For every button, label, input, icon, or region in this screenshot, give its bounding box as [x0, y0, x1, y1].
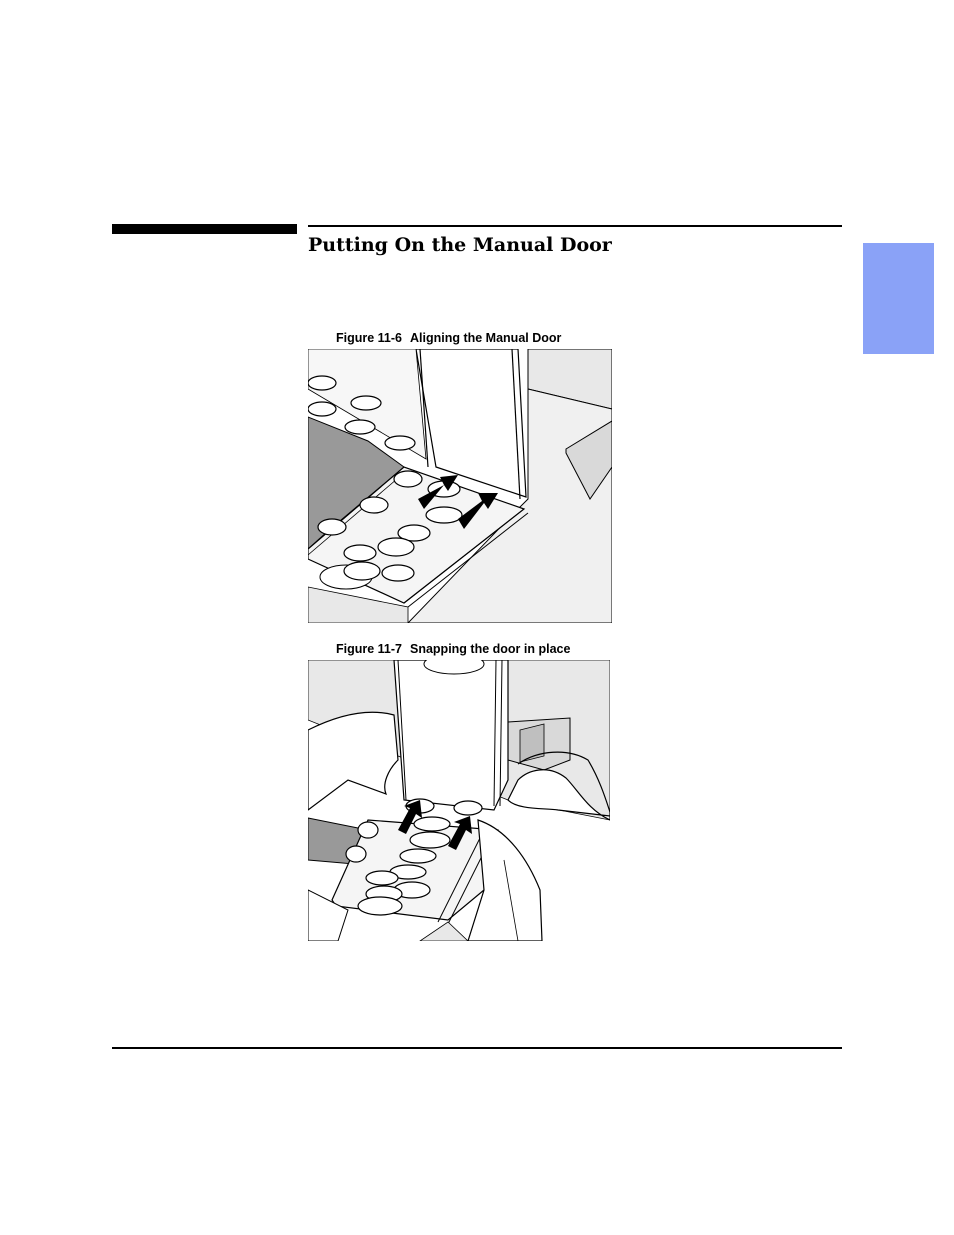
figure-caption: Figure 11-7 Snapping the door in place — [336, 642, 570, 656]
figure-caption: Figure 11-6 Aligning the Manual Door — [336, 331, 561, 345]
arrow-icon — [398, 800, 472, 850]
figure-caption-text: Aligning the Manual Door — [410, 331, 562, 345]
footer-rule — [112, 1047, 842, 1049]
figure-snapping-door — [308, 660, 610, 941]
figure-number: Figure 11-7 — [336, 642, 402, 656]
section-rule-thick — [112, 224, 297, 234]
section-title: Putting On the Manual Door — [308, 234, 612, 256]
panel-button-icon — [345, 816, 451, 916]
aligning-door-illustration — [308, 349, 612, 623]
figure-aligning-door — [308, 349, 612, 623]
snapping-door-illustration — [308, 660, 610, 941]
panel-button-icon — [308, 375, 463, 582]
section-rule-thin — [308, 225, 842, 227]
chapter-side-tab — [863, 243, 934, 354]
figure-caption-text: Snapping the door in place — [410, 642, 571, 656]
figure-number: Figure 11-6 — [336, 331, 402, 345]
arrow-icon — [418, 475, 498, 529]
